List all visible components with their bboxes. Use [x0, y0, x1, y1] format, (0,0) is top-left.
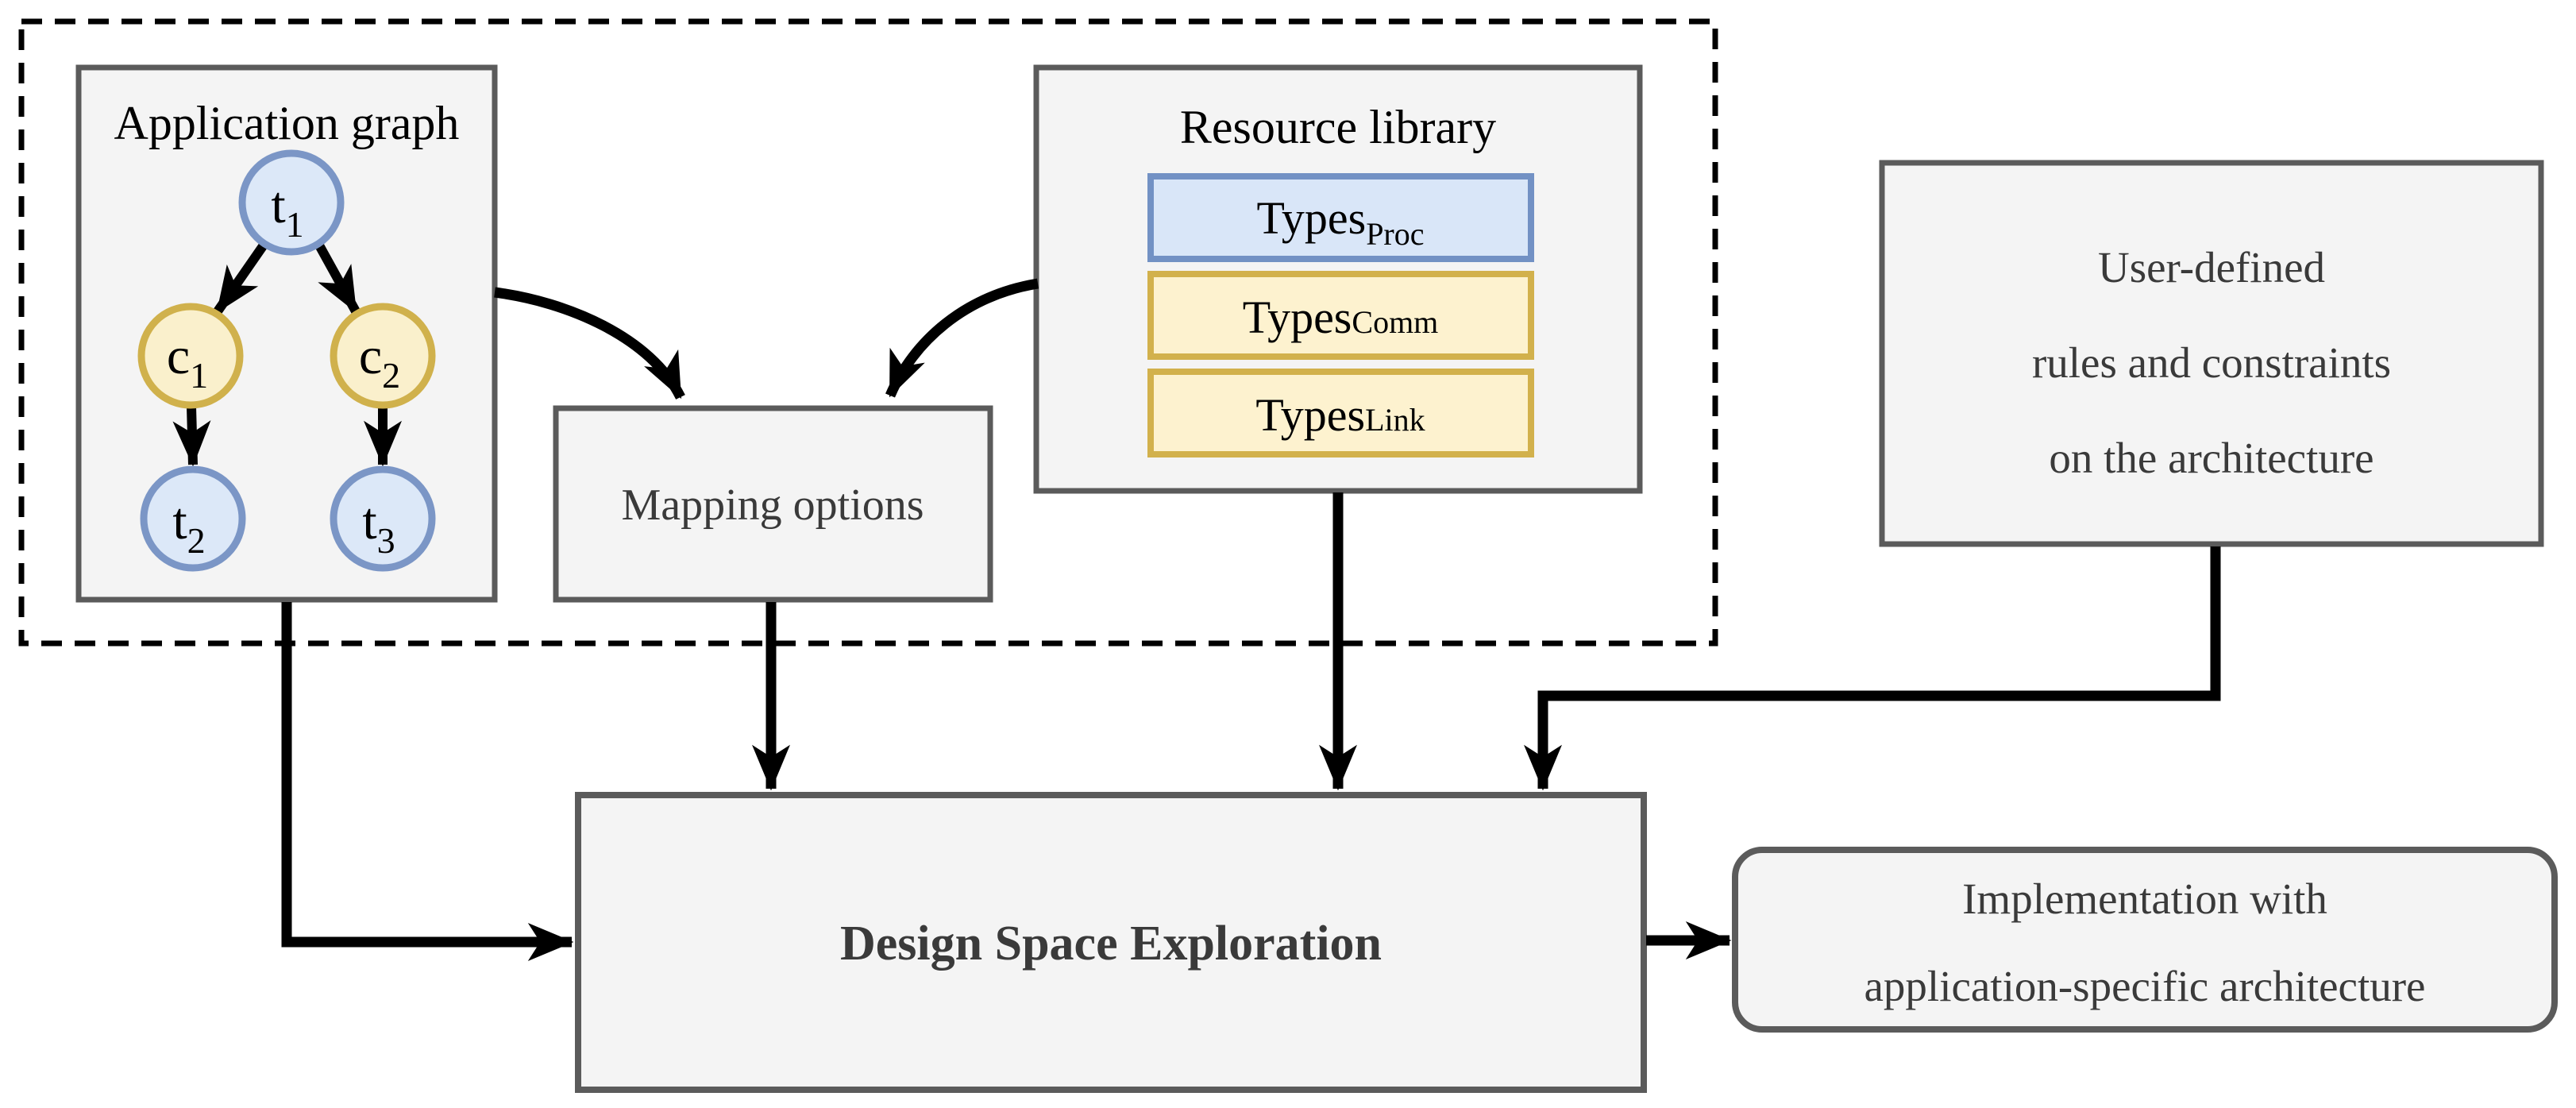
- user-constraints-line-2: rules and constraints: [2032, 338, 2391, 387]
- resource-library-title: Resource library: [1180, 101, 1496, 153]
- arrow-userconstraints-to-dse: [1524, 546, 2221, 791]
- user-constraints-frame: [1879, 160, 2544, 547]
- arrow-resourcelib-to-mapping: [885, 278, 1039, 398]
- node-t2-label: t2: [172, 492, 205, 561]
- types-link-row: [1147, 369, 1534, 457]
- types-proc-label: TypesProc: [1256, 192, 1424, 252]
- user-constraints-line-3: on the architecture: [2049, 434, 2374, 482]
- types-comm-label: TypesComm: [1243, 291, 1439, 343]
- mapping-options-box: Mapping options: [553, 405, 993, 603]
- dse-frame: [575, 792, 1647, 1093]
- application-graph-title: Application graph: [114, 97, 460, 149]
- node-c1: [137, 303, 244, 409]
- node-c1-label: c1: [167, 327, 208, 396]
- types-comm-row: [1147, 271, 1534, 360]
- node-t1: [238, 149, 345, 256]
- dse-title: Design Space Exploration: [840, 917, 1382, 971]
- graph-edge-c1-t2: [172, 406, 211, 467]
- resource-library-box: Resource library TypesProc TypesComm Typ…: [1033, 64, 1643, 494]
- implementation-line-1: Implementation with: [1962, 874, 2327, 923]
- dse-box: Design Space Exploration: [575, 792, 1647, 1093]
- node-t2: [140, 465, 246, 572]
- node-c2: [330, 303, 436, 409]
- graph-edge-t1-c2: [314, 241, 361, 314]
- implementation-line-2: application-specific architecture: [1865, 962, 2426, 1010]
- mapping-options-title: Mapping options: [621, 481, 924, 530]
- implementation-box: Implementation with application-specific…: [1732, 847, 2558, 1033]
- node-t3-label: t3: [362, 492, 395, 561]
- node-c2-label: c2: [359, 327, 400, 396]
- node-t1-label: t1: [271, 176, 303, 245]
- user-constraints-box: User-defined rules and constraints on th…: [1879, 160, 2544, 547]
- mapping-options-frame: [553, 405, 993, 603]
- dashed-inputs-container: [18, 18, 1718, 647]
- user-constraints-line-1: User-defined: [2098, 243, 2325, 291]
- types-proc-row: [1147, 173, 1534, 262]
- node-t3: [330, 465, 436, 572]
- application-graph-box: Application graph t1 c1 c2 t2 t3: [75, 64, 498, 603]
- implementation-frame: [1732, 847, 2558, 1033]
- arrow-appgraph-to-dse: [281, 602, 574, 961]
- types-link-label: TypesLink: [1255, 389, 1425, 441]
- arrow-appgraph-to-mapping: [494, 287, 685, 400]
- graph-edge-t1-c1: [214, 241, 268, 315]
